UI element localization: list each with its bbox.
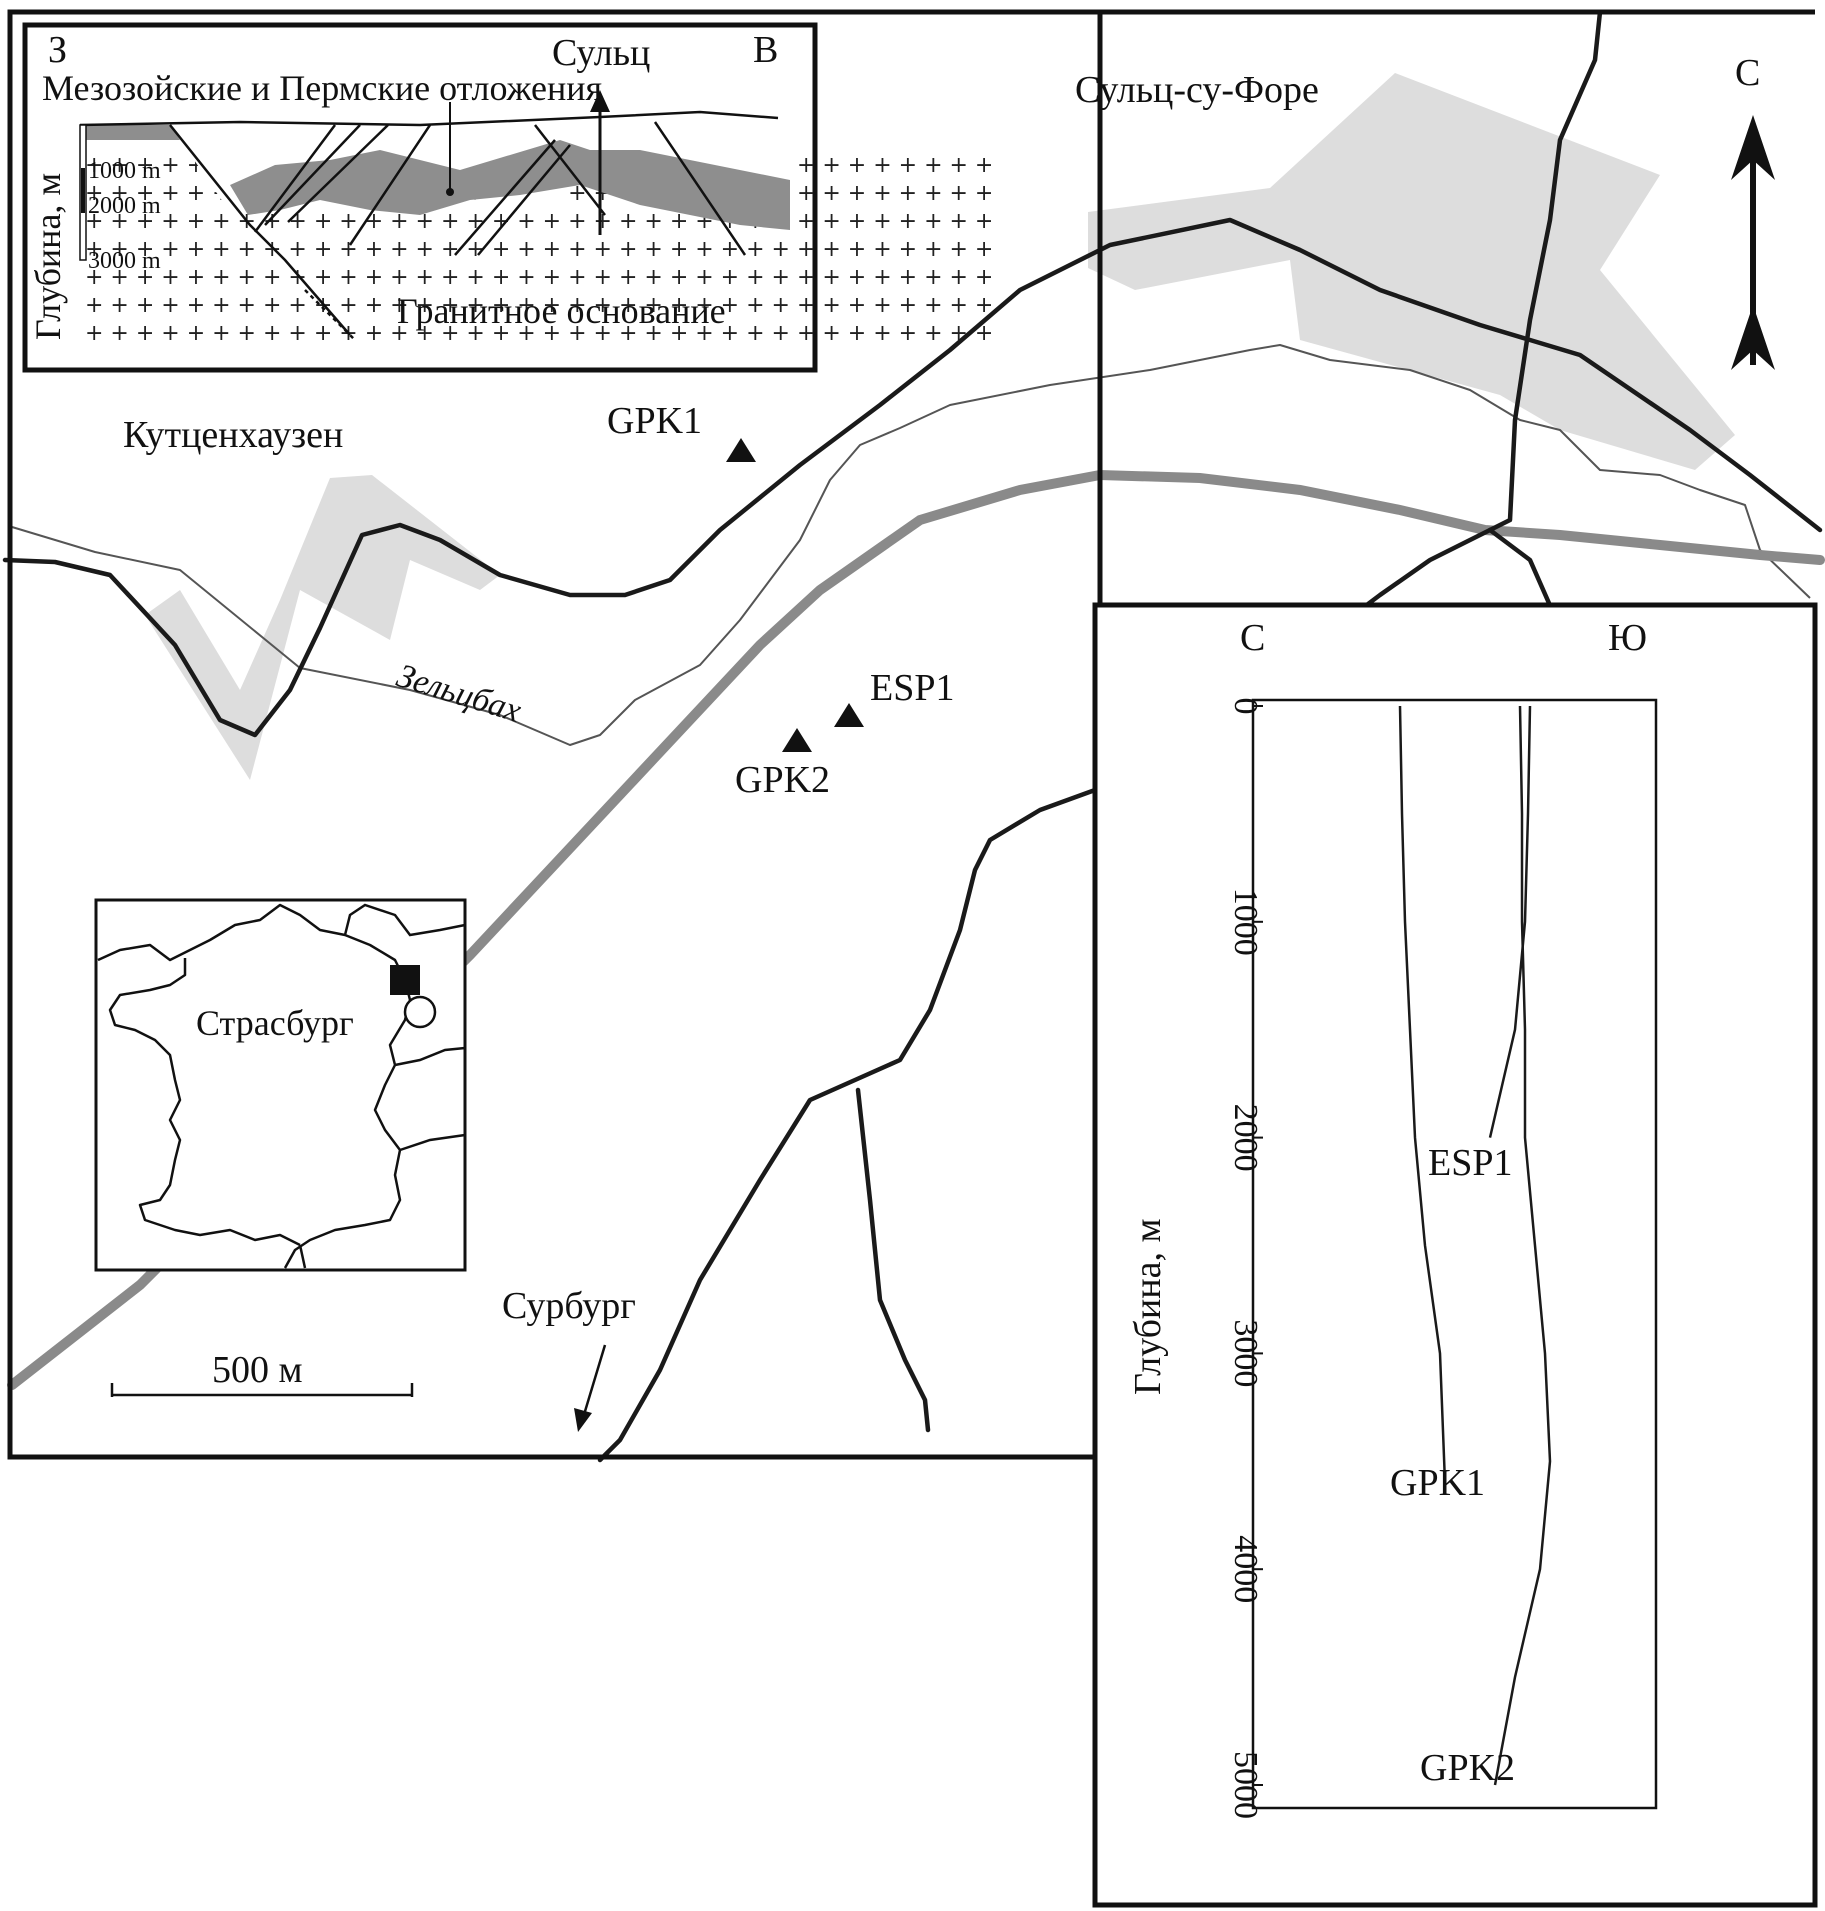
well-path-esp1	[1488, 705, 1532, 1138]
cross-section-depth-1000: 1000 m	[88, 158, 161, 184]
north-south-road	[1487, 9, 1603, 533]
well-label-esp1: ESP1	[1428, 1142, 1512, 1184]
depth-tick-label: 5000	[1227, 1751, 1264, 1819]
road-junction-south-left	[1357, 527, 1493, 613]
north-arrow-head	[1731, 115, 1775, 180]
profile-axis-label: Глубина, м	[1127, 1219, 1169, 1396]
surbourg-arrow	[574, 1344, 607, 1432]
esp1-well-icon	[834, 703, 864, 727]
france-inset-frame	[94, 898, 467, 1272]
well-label-gpk1: GPK1	[1390, 1462, 1485, 1504]
kutzenhausen-label: Кутценхаузен	[123, 414, 343, 456]
well-path-gpk2	[1493, 705, 1552, 1786]
cross-section-west-label: З	[48, 29, 67, 71]
well-profile-frame	[1092, 602, 1818, 1908]
france-inset: Страсбург	[94, 898, 467, 1272]
north-arrow: С	[1731, 52, 1775, 370]
strasbourg-marker-icon	[403, 995, 437, 1029]
well-markers: GPK1 ESP1 GPK2	[607, 400, 954, 801]
soultz-label: Сульц-су-Форе	[1075, 69, 1319, 111]
road-junction-south-right	[1487, 527, 1555, 613]
france-west-coast	[108, 958, 301, 1247]
italy-border	[399, 1133, 466, 1152]
surface-line	[79, 110, 779, 127]
cross-section-layer-label: Мезозойские и Пермские отложения	[42, 68, 602, 108]
well-profile-plot-box	[1251, 698, 1658, 1810]
main-road	[2, 217, 1823, 738]
mesozoic-layer	[80, 125, 790, 230]
esp1-map-label: ESP1	[870, 667, 954, 709]
gpk2-well-icon	[782, 728, 812, 752]
soultz-town-area	[1088, 73, 1735, 470]
gpk2-map-label: GPK2	[735, 759, 830, 801]
railway-line	[7, 469, 1825, 1390]
soultz-section-arrow-icon	[590, 90, 610, 112]
depth-tick-label: 4000	[1227, 1535, 1264, 1603]
gpk1-map-label: GPK1	[607, 400, 702, 442]
depth-tick-label: 0	[1227, 698, 1264, 715]
branch-road	[855, 1087, 931, 1433]
cross-section-east-label: В	[753, 29, 778, 71]
river-label: Зельцбах	[393, 657, 526, 730]
well-path-gpk1	[1398, 705, 1447, 1483]
cross-section-base-label: Гранитное основание	[397, 291, 726, 331]
gpk1-well-icon	[726, 438, 756, 462]
cross-section-axis-label: Глубина, м	[28, 173, 68, 340]
north-border	[343, 903, 466, 937]
well-profile-panel: С Ю Глубина, м 0 1000 2000 3000 4000 5000 ESP…	[1092, 602, 1818, 1908]
svg-text:+ + + + + + + + + + + + + + +: + + + + + + + + + + + + + + + + + + + + …	[85, 265, 993, 290]
well-label-gpk2: GPK2	[1420, 1747, 1515, 1789]
depth-tick-label: 1000	[1227, 888, 1264, 956]
cross-section-depth-2000: 2000 m	[88, 193, 161, 219]
cross-section-inset: + + + + + + + + + + + + + + + + + + + + …	[22, 22, 993, 373]
profile-right-label: Ю	[1608, 617, 1647, 659]
kutzenhausen-town-area	[145, 475, 500, 780]
scale-bar-label: 500 м	[212, 1349, 303, 1391]
strasbourg-label: Страсбург	[196, 1003, 354, 1043]
profile-left-label: С	[1240, 617, 1265, 659]
cross-section-depth-3000: 3000 m	[88, 248, 161, 274]
surbourg-road	[597, 787, 1098, 1463]
svg-text:+ + + + + + + + + + + + + + +: + + + + + + + + + + + + + + + + + + + + …	[85, 321, 993, 346]
svg-text:+ + + + + + + + + + + + + + +: + + + + + + + + + + + + + + + + + + + + …	[85, 237, 993, 262]
north-arrow-tail	[1731, 305, 1775, 370]
france-border-south	[298, 1244, 307, 1269]
depth-tick-label: 3000	[1227, 1319, 1264, 1387]
swiss-border	[394, 1046, 466, 1067]
cross-section-town-label: Сульц	[552, 32, 650, 74]
profile-depth-ticks: 0 1000 2000 3000 4000 5000	[1227, 698, 1264, 1820]
scale-bar: 500 м	[110, 1349, 414, 1397]
north-arrow-label: С	[1735, 52, 1760, 94]
selzbach-river	[11, 344, 1811, 746]
study-area-marker-icon	[390, 965, 420, 995]
svg-text:+ + + + + + + + + + + + + + +: + + + + + + + + + + + + + + + + + + + + …	[85, 293, 993, 318]
surbourg-label: Сурбург	[502, 1285, 636, 1327]
depth-tick-label: 2000	[1227, 1104, 1264, 1172]
